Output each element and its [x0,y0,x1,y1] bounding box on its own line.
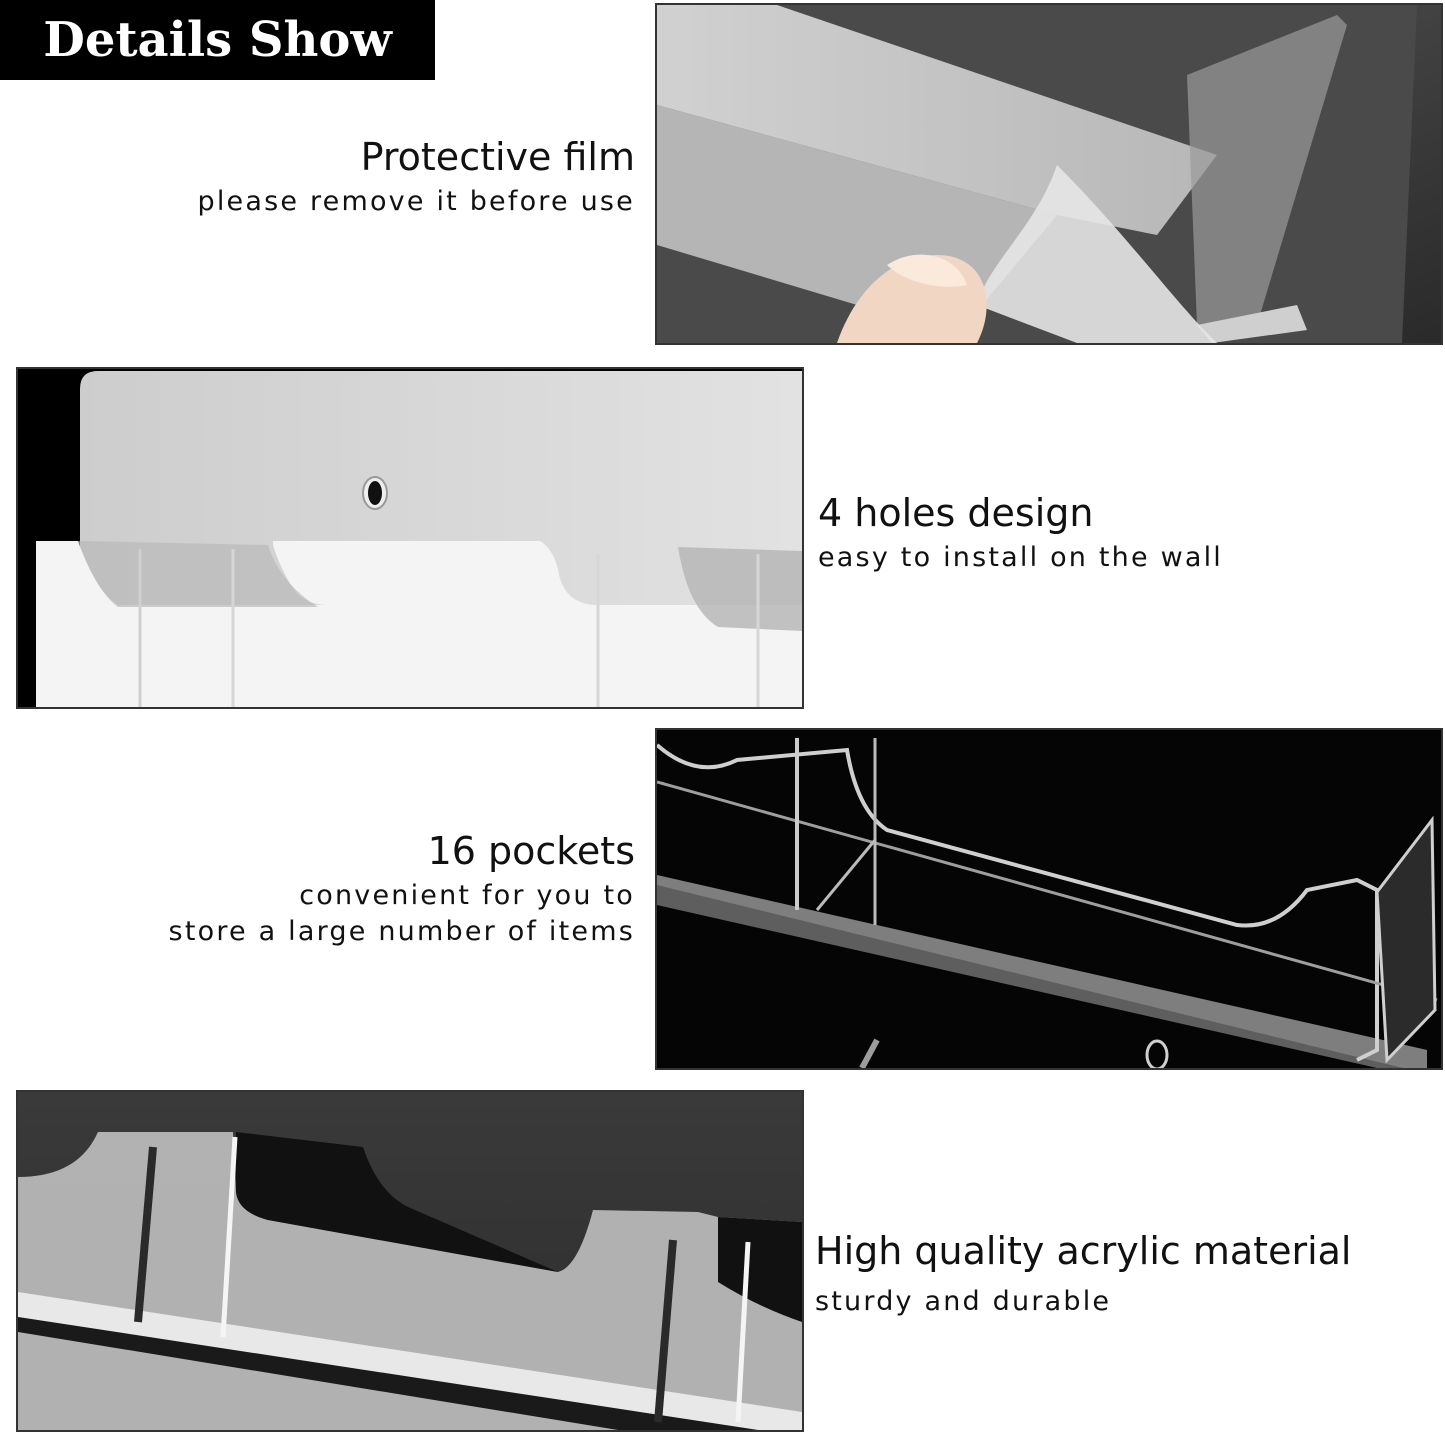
feature-subtitle: easy to install on the wall [818,541,1224,573]
feature-image-16-pockets [655,728,1443,1070]
feature-title: 4 holes design [818,491,1094,535]
feature-image-acrylic-material [16,1090,804,1432]
feature-subtitle: please remove it before use [197,185,635,217]
feature-subtitle-line-2: store a large number of items [168,916,635,948]
feature-caption-4-holes: 4 holes design easy to install on the wa… [818,491,1418,576]
mounting-hole-photo-icon [18,369,802,707]
page-title: Details Show [43,12,392,68]
header-banner: Details Show [0,0,435,80]
acrylic-film-photo-icon [657,5,1441,343]
feature-caption-protective-film: Protective film please remove it before … [75,135,635,220]
feature-caption-16-pockets: 16 pockets convenient for you to store a… [35,829,635,951]
feature-subtitle: sturdy and durable [815,1285,1112,1317]
acrylic-material-photo-icon [18,1092,802,1430]
feature-subtitle-line-1: convenient for you to [299,879,635,911]
feature-image-4-holes [16,367,804,709]
feature-image-protective-film [655,3,1443,345]
feature-caption-acrylic-material: High quality acrylic material sturdy and… [815,1229,1445,1320]
feature-title: High quality acrylic material [815,1229,1352,1273]
feature-title: Protective film [360,135,635,179]
feature-title: 16 pockets [427,829,635,873]
acrylic-pocket-photo-icon [657,730,1441,1068]
